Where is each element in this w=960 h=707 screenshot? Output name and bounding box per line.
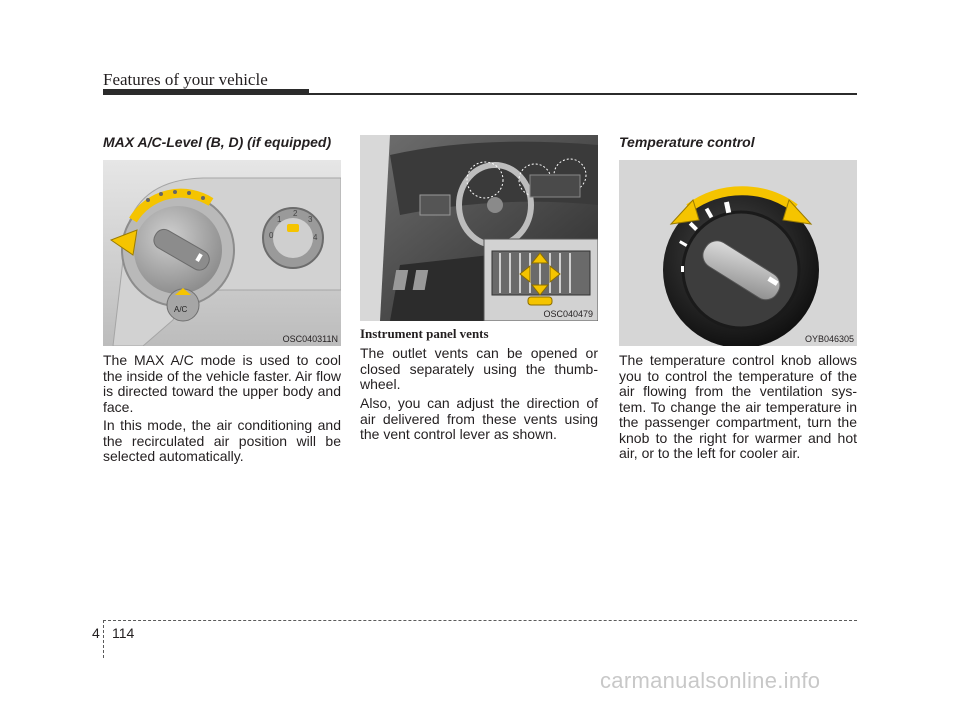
header-title: Features of your vehicle [103,70,268,89]
fan-label-4: 4 [313,233,318,242]
vents-caption: Instrument panel vents [360,326,489,341]
figure-code: OYB046305 [804,334,854,344]
figure-code: OSC040311N [282,334,338,344]
fan-label-2: 2 [293,209,298,218]
max-ac-heading: MAX A/C-Level (B, D) (if equipped) [103,134,332,150]
max-ac-knob-illustration: 0 1 2 3 4 A/C [103,160,341,346]
vents-figure: OSC040479 [360,135,598,321]
watermark: carmanualsonline.info [600,668,821,693]
fan-label-3: 3 [308,215,313,224]
header-rule [103,89,309,95]
temperature-figure: OYB046305 [619,160,857,346]
max-ac-figure: 0 1 2 3 4 A/C OSC040311N [103,160,341,346]
header-rule-thin [309,93,857,95]
temperature-knob-illustration [619,160,857,346]
footer-vertical-rule [103,620,104,658]
temperature-paragraph-1: The temperature control knob allows you … [619,352,857,461]
vents-paragraph-1: The outlet vents can be opened or closed… [360,345,598,392]
page-number: 114 [112,625,135,641]
instrument-panel-vents-illustration [360,135,598,321]
footer-rule [103,620,857,621]
max-ac-paragraph-1: The MAX A/C mode is used to cool the ins… [103,352,341,415]
fan-label-0: 0 [269,231,274,240]
figure-code: OSC040479 [541,309,595,319]
vents-paragraph-2: Also, you can adjust the direction of ai… [360,395,598,442]
ac-button-label: A/C [174,305,188,314]
max-ac-paragraph-2: In this mode, the air conditioning and t… [103,417,341,464]
chapter-number: 4 [92,625,100,641]
fan-label-1: 1 [277,215,282,224]
temperature-heading: Temperature control [619,134,755,150]
